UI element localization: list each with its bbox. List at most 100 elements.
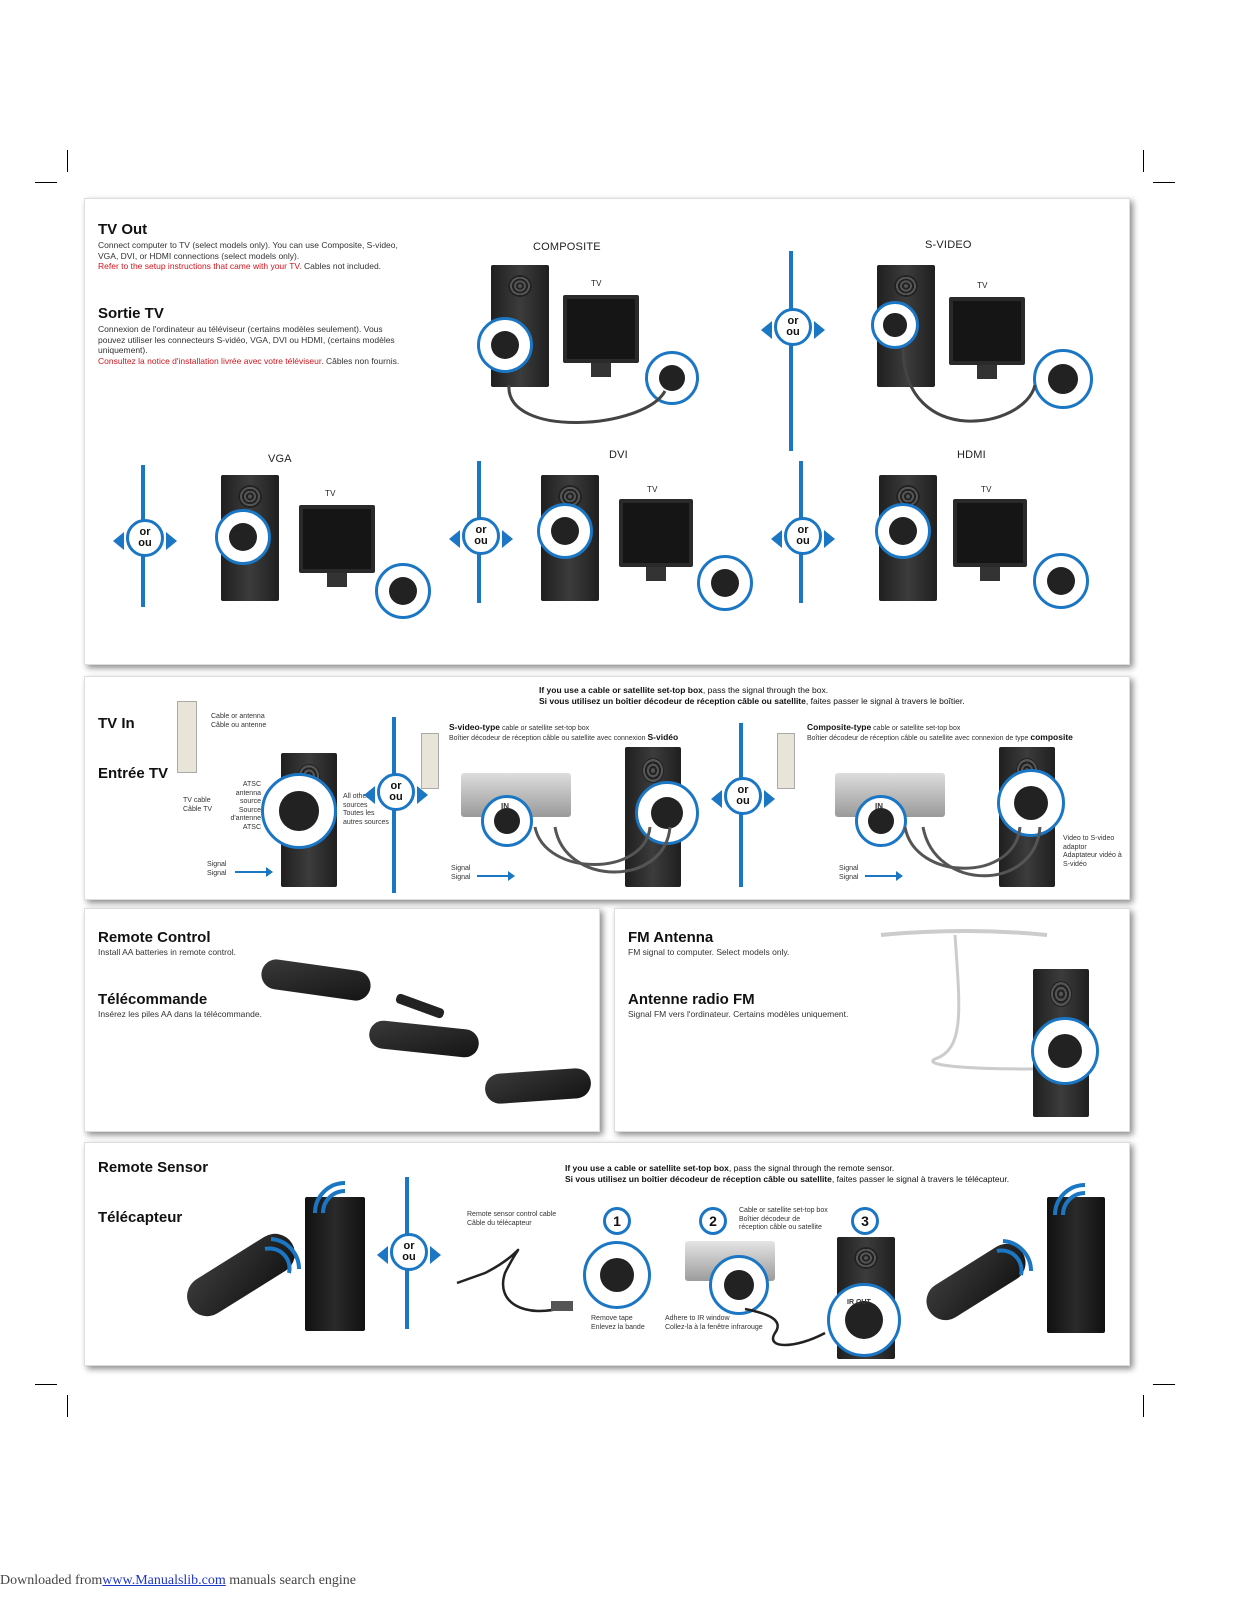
ir-out-port-zoom bbox=[827, 1283, 901, 1357]
manualslib-link[interactable]: www.Manualslib.com bbox=[102, 1573, 226, 1588]
signal-arrow-icon bbox=[235, 867, 273, 877]
signal-en: Signal bbox=[207, 861, 227, 868]
remote-sensor-title: Remote Sensor bbox=[98, 1159, 209, 1176]
left-arrow-icon bbox=[449, 530, 460, 548]
crop-mark bbox=[1143, 150, 1144, 172]
tv-label-composite: TV bbox=[591, 279, 602, 288]
svideo-in-cables bbox=[533, 826, 672, 874]
crop-mark bbox=[67, 1395, 68, 1417]
dvi-label: DVI bbox=[609, 449, 628, 461]
tv-in-intro-rest: , pass the signal through the box. bbox=[702, 685, 829, 695]
remove-tape-fr: Enlevez la bande bbox=[591, 1323, 645, 1331]
telecommande-title: Télécommande bbox=[98, 991, 208, 1008]
tv-screen-svideo bbox=[949, 297, 1025, 379]
svideo-label: S-VIDEO bbox=[925, 239, 972, 251]
or-text: or bbox=[737, 784, 749, 796]
tv-in-intro-fr-bold: Si vous utilisez un boîtier décodeur de … bbox=[539, 695, 806, 706]
all-other-en: All other sources bbox=[343, 793, 369, 809]
composite-type-label: Composite-type cable or satellite set-to… bbox=[807, 723, 1107, 743]
right-arrow-icon bbox=[417, 786, 428, 804]
or-text: or bbox=[403, 1240, 415, 1252]
crop-mark bbox=[35, 182, 57, 183]
right-arrow-icon bbox=[824, 530, 835, 548]
antenne-fm-title: Antenne radio FM bbox=[628, 991, 755, 1008]
tv-in-panel: TV In Entrée TV If you use a cable or sa… bbox=[84, 676, 1130, 900]
composite-port-zoom bbox=[477, 317, 533, 373]
dvi-port-zoom bbox=[537, 503, 593, 559]
fm-antenna-panel: FM Antenna FM signal to computer. Select… bbox=[614, 908, 1130, 1132]
fm-antenna-title: FM Antenna bbox=[628, 929, 714, 946]
step-1-badge: 1 bbox=[603, 1207, 631, 1235]
left-arrow-icon bbox=[761, 321, 772, 339]
tv-out-note-red: Refer to the setup instructions that cam… bbox=[98, 261, 302, 271]
remote-sensor-intro-rest: , pass the signal through the remote sen… bbox=[728, 1163, 895, 1173]
tv-screen-hdmi bbox=[953, 499, 1027, 581]
tv-label-svideo: TV bbox=[977, 281, 988, 290]
tv-in-intro-fr-rest: , faites passer le signal à travers le b… bbox=[805, 695, 965, 706]
ou-text: ou bbox=[138, 537, 152, 549]
telecapteur-title: Télécapteur bbox=[98, 1209, 183, 1226]
or-text: or bbox=[475, 524, 487, 536]
set-top-box-fr: Boîtier décodeur de réception câble ou s… bbox=[739, 1215, 822, 1232]
remove-tape-en: Remove tape bbox=[591, 1315, 633, 1322]
left-arrow-icon bbox=[771, 530, 782, 548]
or-text: or bbox=[797, 524, 809, 536]
entree-tv-title: Entrée TV bbox=[98, 765, 169, 782]
tv-out-note: Cables not included. bbox=[304, 261, 382, 271]
signal-fr: Signal bbox=[207, 869, 227, 877]
fm-antenna-text: FM signal to computer. Select models onl… bbox=[628, 947, 790, 957]
ir-waves-icon bbox=[1053, 1183, 1086, 1216]
tv-out-desc: Connect computer to TV (select models on… bbox=[98, 240, 398, 261]
wall-plate bbox=[421, 733, 439, 789]
signal-fr: Signal bbox=[451, 873, 471, 881]
crop-mark bbox=[1153, 1384, 1175, 1385]
composite-in-cables bbox=[903, 826, 1042, 878]
adhere-fr: Collez-la à la fenêtre infrarouge bbox=[665, 1323, 763, 1331]
separator-line bbox=[789, 251, 793, 451]
sensor-cable-image bbox=[456, 1248, 573, 1313]
cable-antenna-en: Cable or antenna bbox=[211, 713, 265, 720]
tv-label-vga: TV bbox=[325, 489, 336, 498]
ou-text: ou bbox=[736, 795, 750, 807]
crop-mark bbox=[35, 1384, 57, 1385]
hdmi-label: HDMI bbox=[957, 449, 986, 461]
svideo-port-zoom bbox=[871, 301, 919, 349]
tv-screen-composite bbox=[563, 295, 639, 377]
ou-text: ou bbox=[402, 1251, 416, 1263]
remote-sensor-intro-fr-bold: Si vous utilisez un boîtier décodeur de … bbox=[565, 1173, 832, 1184]
composite-type-bold: Composite-type bbox=[807, 722, 872, 732]
tv-tuner-port-zoom bbox=[261, 773, 337, 849]
right-arrow-icon bbox=[430, 1246, 441, 1264]
svideo-tv-port-zoom bbox=[1033, 349, 1093, 409]
or-text: or bbox=[787, 315, 799, 327]
or-text: or bbox=[390, 780, 402, 792]
left-arrow-icon bbox=[711, 790, 722, 808]
cable-antenna-fr: Câble ou antenne bbox=[211, 721, 267, 729]
signal-arrow-icon bbox=[865, 871, 903, 881]
battery-cover-image bbox=[394, 992, 446, 1020]
composite-tv-port-zoom bbox=[645, 351, 699, 405]
wall-plate bbox=[777, 733, 795, 789]
tv-in-intro-bold: If you use a cable or satellite set-top … bbox=[539, 685, 703, 695]
hdmi-tv-port-zoom bbox=[1033, 553, 1089, 609]
remote-control-closed-image bbox=[259, 957, 373, 1003]
sortie-tv-note: Câbles non fournis. bbox=[325, 355, 400, 366]
ir-waves-icon bbox=[313, 1181, 346, 1214]
remote-sensor-panel: Remote Sensor Télécapteur If you use a c… bbox=[84, 1142, 1130, 1366]
ou-text: ou bbox=[474, 535, 488, 547]
crop-mark bbox=[67, 150, 68, 172]
svideo-type-rest: cable or satellite set-top box bbox=[500, 725, 590, 732]
tv-cable-fr: Câble TV bbox=[183, 805, 213, 813]
fm-port-zoom bbox=[1031, 1017, 1099, 1085]
set-top-box-en: Cable or satellite set-top box bbox=[739, 1207, 828, 1214]
